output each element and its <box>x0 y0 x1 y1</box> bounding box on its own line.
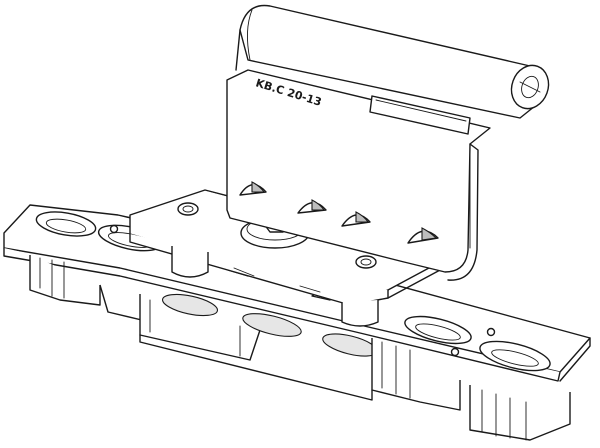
label-recess <box>369 95 471 135</box>
hinge-leaf: KB.C 20-13 <box>226 4 550 281</box>
plate-hole-right <box>355 255 377 269</box>
plate-hole-left <box>177 202 199 216</box>
strip-hole <box>486 327 496 337</box>
bump <box>297 199 327 214</box>
bump <box>341 211 371 227</box>
left-slot-1 <box>35 211 97 237</box>
hinge-knuckle <box>235 4 550 119</box>
right-slot-1 <box>404 315 472 345</box>
bump <box>407 227 439 244</box>
plate-bumps <box>239 181 439 244</box>
bump <box>239 181 267 196</box>
strip-hole <box>109 224 119 234</box>
strip-hole <box>450 347 460 357</box>
right-slot-2 <box>479 340 551 372</box>
